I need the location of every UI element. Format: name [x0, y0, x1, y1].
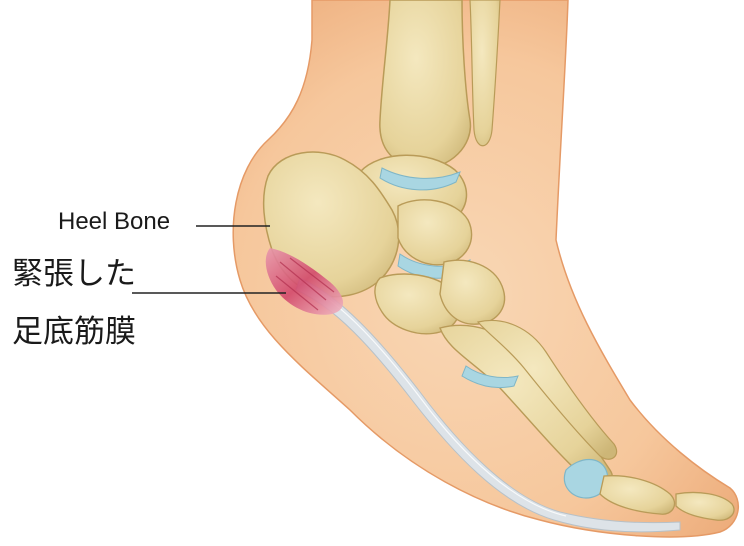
tibia-bone: [380, 0, 471, 168]
tense-label: 緊張した: [12, 248, 136, 293]
heel-bone-label: Heel Bone: [58, 208, 170, 236]
plantar-fascia-label: 足底筋膜: [12, 306, 136, 351]
